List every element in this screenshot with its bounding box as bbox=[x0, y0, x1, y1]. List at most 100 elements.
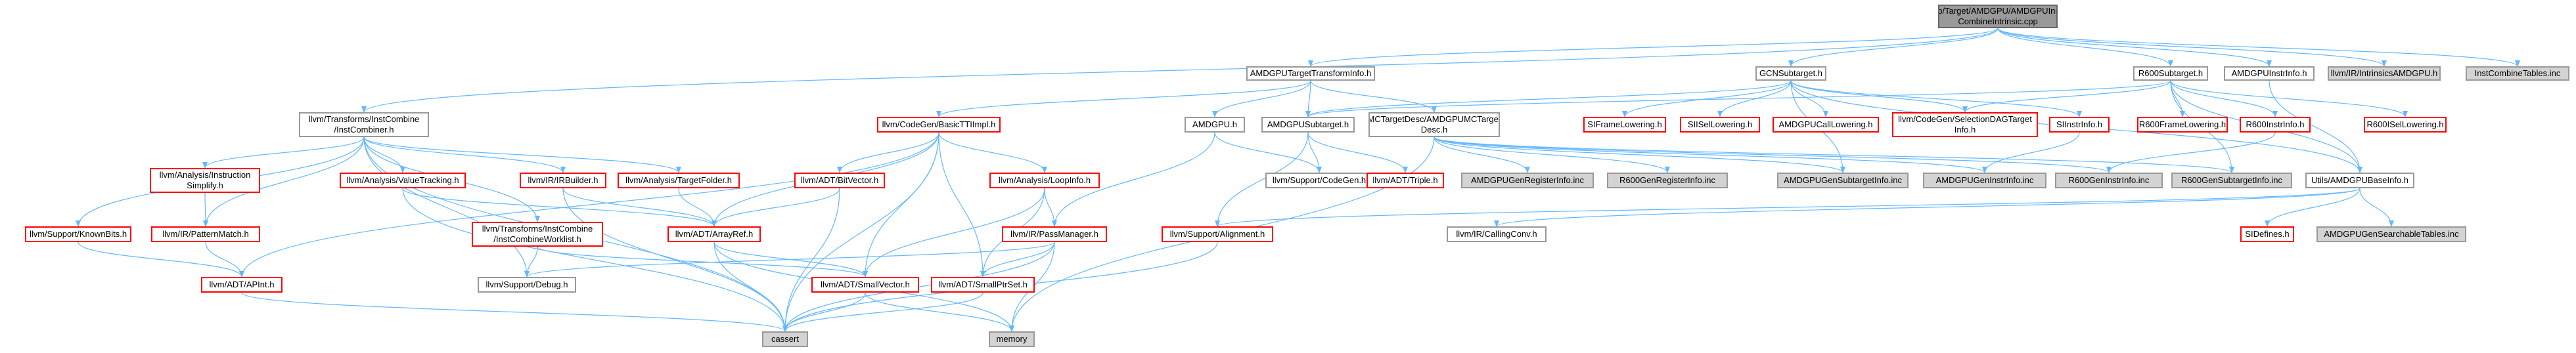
edge-gcn-to-callLower bbox=[1790, 80, 1828, 117]
edge-r600sub-to-r600frame bbox=[2170, 80, 2185, 117]
edge-instrinfo-to-baseinfo bbox=[2269, 80, 2362, 173]
node-r600-gen-subtarget-info[interactable]: R600GenSubtargetInfo.inc bbox=[2171, 173, 2292, 188]
edge-r600sub-to-amdgpusub bbox=[1305, 80, 2171, 117]
edge-passmgr-to-cassert bbox=[782, 241, 1055, 332]
node-r600-gen-register-info[interactable]: R600GenRegisterInfo.inc bbox=[1607, 173, 1728, 188]
edge-codegenbt-to-apint bbox=[239, 132, 939, 278]
edge-smallvector-to-memory bbox=[865, 292, 1014, 332]
edge-codegenbt-to-cassert bbox=[782, 132, 939, 332]
node-array-ref[interactable]: llvm/ADT/ArrayRef.h bbox=[667, 226, 761, 242]
node-inst-combiner[interactable]: llvm/Transforms/InstCombine /InstCombine… bbox=[299, 112, 429, 137]
node-gcn-subtarget[interactable]: GCNSubtarget.h bbox=[1755, 66, 1826, 81]
edge-loopinfo-to-passmgr bbox=[1044, 188, 1057, 227]
edge-codegenbt-to-bitvector bbox=[837, 132, 939, 173]
node-support-codegen[interactable]: llvm/Support/CodeGen.h bbox=[1265, 173, 1373, 188]
edge-r600instr-to-r600geninstr bbox=[2106, 132, 2276, 173]
edge-valtrack-to-arrayref bbox=[402, 188, 717, 227]
edge-baseinfo-to-sidefines bbox=[2265, 188, 2361, 227]
node-amdgpu-target-transform-info[interactable]: AMDGPUTargetTransformInfo.h bbox=[1246, 66, 1375, 81]
edge-root-to-instcombiner bbox=[361, 28, 1999, 113]
node-amdgpu-h[interactable]: AMDGPU.h bbox=[1185, 117, 1245, 133]
node-small-vector[interactable]: llvm/ADT/SmallVector.h bbox=[811, 277, 919, 293]
node-inst-combine-worklist[interactable]: llvm/Transforms/InstCombine /InstCombine… bbox=[472, 222, 603, 247]
node-intrinsics-amdgpu[interactable]: llvm/IR/IntrinsicsAMDGPU.h bbox=[2328, 66, 2441, 81]
node-amdgpu-gen-searchable-tables[interactable]: AMDGPUGenSearchableTables.inc bbox=[2316, 226, 2466, 242]
node-known-bits[interactable]: llvm/Support/KnownBits.h bbox=[25, 226, 131, 242]
node-support-alignment[interactable]: llvm/Support/Alignment.h bbox=[1162, 226, 1273, 242]
node-pass-manager[interactable]: llvm/IR/PassManager.h bbox=[1002, 226, 1107, 242]
node-memory[interactable]: memory bbox=[989, 331, 1035, 347]
edge-gcn-to-seldag bbox=[1790, 80, 1968, 113]
edge-instcombiner-to-debug bbox=[363, 136, 530, 278]
edge-passmgr-to-debug bbox=[524, 241, 1055, 278]
node-si-frame-lowering[interactable]: SIFrameLowering.h bbox=[1583, 117, 1666, 133]
node-support-debug[interactable]: llvm/Support/Debug.h bbox=[478, 277, 576, 293]
node-amdgpu-instr-info[interactable]: AMDGPUInstrInfo.h bbox=[2224, 66, 2315, 81]
edge-mctarget-to-geninstr bbox=[1434, 136, 1987, 173]
node-target-folder[interactable]: llvm/Analysis/TargetFolder.h bbox=[618, 173, 740, 188]
edge-mctarget-to-genreg bbox=[1434, 136, 1530, 173]
node-triple[interactable]: llvm/ADT/Triple.h bbox=[1367, 173, 1444, 188]
node-ap-int[interactable]: llvm/ADT/APInt.h bbox=[201, 277, 282, 293]
node-amdgpu-subtarget[interactable]: AMDGPUSubtarget.h bbox=[1261, 117, 1355, 133]
edge-instsimp-to-patternmatch bbox=[202, 192, 208, 227]
node-ir-builder[interactable]: llvm/IR/IRBuilder.h bbox=[520, 173, 606, 188]
node-amdgpu-base-info[interactable]: Utils/AMDGPUBaseInfo.h bbox=[2305, 173, 2414, 188]
edge-amdgpusub-to-targetcodegen bbox=[1307, 132, 1322, 173]
edge-instcombiner-to-patternmatch bbox=[203, 136, 365, 227]
edge-amdgpuh-to-passmgr bbox=[1052, 132, 1215, 227]
node-si-defines[interactable]: SIDefines.h bbox=[2240, 226, 2294, 242]
node-loop-info[interactable]: llvm/Analysis/LoopInfo.h bbox=[989, 173, 1100, 188]
node-mc-target-desc[interactable]: MCTargetDesc/AMDGPUMCTarget Desc.h bbox=[1368, 112, 1500, 137]
edge-ttinfo-to-amdgpusub bbox=[1305, 80, 1311, 117]
edge-r600sub-to-seldag bbox=[1962, 80, 2171, 113]
node-r600-subtarget[interactable]: R600Subtarget.h bbox=[2133, 66, 2208, 81]
edge-instcombiner-to-targetfolder bbox=[363, 136, 681, 173]
node-calling-conv[interactable]: llvm/IR/CallingConv.h bbox=[1447, 226, 1547, 242]
node-r600-frame-lowering[interactable]: R600FrameLowering.h bbox=[2137, 117, 2228, 133]
edge-irbuilder-to-arrayref bbox=[562, 188, 717, 227]
edge-bitvector-to-arrayref bbox=[712, 188, 840, 227]
edge-root-to-ttinfo bbox=[1308, 28, 1999, 67]
edge-irbuilder-to-cassert bbox=[562, 188, 788, 332]
edge-ttinfo-to-amdgpuh bbox=[1212, 80, 1311, 117]
edge-gcn-to-amdgpusub bbox=[1305, 80, 1792, 117]
node-amdgpu-call-lowering[interactable]: AMDGPUCallLowering.h bbox=[1773, 117, 1879, 133]
node-cassert[interactable]: cassert bbox=[762, 331, 808, 347]
edge-root-to-intrinsics bbox=[1997, 28, 2387, 67]
edge-amdgpusub-to-alignment bbox=[1215, 132, 1309, 227]
edge-mctarget-to-r600geninstr bbox=[1434, 136, 2112, 173]
edge-baseinfo-to-searchtables bbox=[2359, 188, 2394, 227]
node-si-isel-lowering[interactable]: SIISelLowering.h bbox=[1680, 117, 1760, 133]
node-bit-vector[interactable]: llvm/ADT/BitVector.h bbox=[794, 173, 885, 188]
edge-knownbits-to-apint bbox=[78, 241, 244, 278]
node-basic-tti-impl[interactable]: llvm/CodeGen/BasicTTIImpl.h bbox=[877, 117, 1001, 133]
node-r600-instr-info[interactable]: R600InstrInfo.h bbox=[2240, 117, 2311, 133]
edge-gcn-to-siinstr bbox=[1790, 80, 2082, 117]
edge-amdgpusub-to-triple bbox=[1307, 132, 1408, 173]
node-amdgpu-gen-register-info[interactable]: AMDGPUGenRegisterInfo.inc bbox=[1461, 173, 1594, 188]
node-si-instr-info[interactable]: SIInstrInfo.h bbox=[2049, 117, 2110, 133]
node-selection-dag-target-info[interactable]: llvm/CodeGen/SelectionDAGTarget Info.h bbox=[1892, 112, 2038, 137]
node-r600-gen-instr-info[interactable]: R600GenInstrInfo.inc bbox=[2055, 173, 2163, 188]
edge-baseinfo-to-alignment bbox=[1215, 188, 2361, 227]
node-amdgpu-gen-subtarget-info[interactable]: AMDGPUGenSubtargetInfo.inc bbox=[1777, 173, 1909, 188]
edge-gcn-to-siframe bbox=[1622, 80, 1792, 117]
edge-root-to-r600sub bbox=[1997, 28, 2173, 67]
node-amdgpu-gen-instr-info[interactable]: AMDGPUGenInstrInfo.inc bbox=[1923, 173, 2046, 188]
edge-loopinfo-to-smallvector bbox=[863, 188, 1045, 278]
edge-r600sub-to-r600isel bbox=[2170, 80, 2408, 117]
node-inst-combine-tables[interactable]: InstCombineTables.inc bbox=[2466, 66, 2569, 81]
edge-baseinfo-to-callconv bbox=[1494, 188, 2361, 227]
edge-ttinfo-to-codegenbt bbox=[936, 80, 1311, 117]
node-instruction-simplify[interactable]: llvm/Analysis/Instruction Simplify.h bbox=[150, 168, 260, 193]
edge-worklist-to-debug bbox=[524, 246, 538, 278]
node-pattern-match[interactable]: llvm/IR/PatternMatch.h bbox=[151, 226, 260, 242]
edge-instcombiner-to-valtrack bbox=[363, 136, 405, 173]
edge-root-to-combtables bbox=[1997, 28, 2520, 67]
edge-bitvector-to-cassert bbox=[782, 188, 840, 332]
edge-apint-to-cassert bbox=[241, 292, 788, 332]
node-r600-isel-lowering[interactable]: R600ISelLowering.h bbox=[2364, 117, 2447, 133]
node-value-tracking[interactable]: llvm/Analysis/ValueTracking.h bbox=[340, 173, 466, 188]
node-small-ptr-set[interactable]: llvm/ADT/SmallPtrSet.h bbox=[931, 277, 1035, 293]
